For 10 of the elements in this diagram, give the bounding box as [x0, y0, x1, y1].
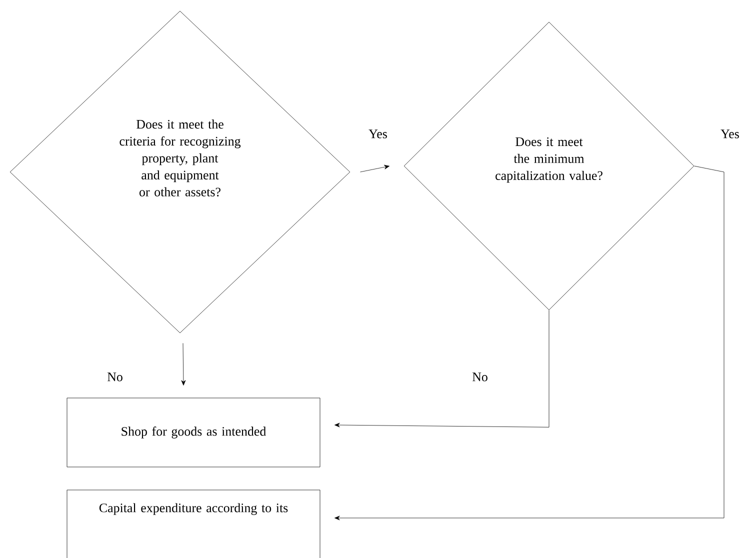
- edge-label: No: [471, 372, 489, 382]
- process-box: Capital expenditure according to its: [66, 490, 320, 558]
- process-box: Shop for goods as intended: [66, 398, 320, 468]
- arrow: [181, 343, 186, 386]
- arrow: [334, 166, 724, 520]
- arrow: [334, 310, 550, 428]
- arrow: [360, 164, 390, 172]
- edge-label: Yes: [720, 128, 740, 140]
- edge-label: Yes: [368, 128, 388, 140]
- edge-label: No: [106, 372, 124, 382]
